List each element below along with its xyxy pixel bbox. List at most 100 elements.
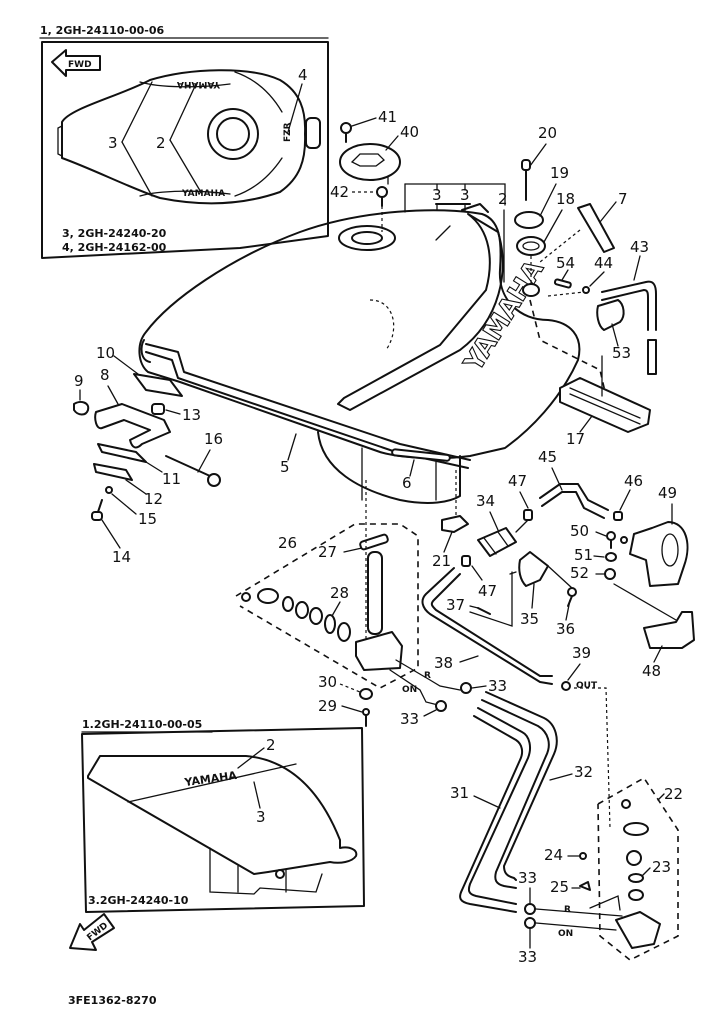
callout-19: 19 — [550, 164, 569, 182]
callout-31: 31 — [450, 784, 469, 802]
inset-bottom-tank-belly — [209, 847, 323, 895]
callout-26: 26 — [278, 534, 297, 552]
inset-bottom-tank-outline — [87, 755, 358, 875]
callout-28: 28 — [330, 584, 349, 602]
callout-47-lower: 47 — [478, 582, 497, 600]
bolt-41 — [340, 122, 352, 134]
bracket-8 — [94, 403, 171, 449]
clip-39 — [561, 681, 571, 691]
clip-33-b — [435, 700, 447, 712]
callout-33-b: 33 — [400, 710, 419, 728]
callout-25: 25 — [550, 878, 569, 896]
callout-group-1: 1 3 3 2 — [382, 156, 508, 283]
strainer-27 — [359, 533, 389, 551]
callout-21: 21 — [432, 552, 451, 570]
callout-39: 39 — [572, 644, 591, 662]
nut-9 — [73, 401, 90, 416]
mark-r-top: R — [424, 671, 431, 681]
washer-19 — [514, 211, 544, 229]
gasket-30 — [359, 688, 373, 700]
plate-10 — [133, 373, 183, 397]
bolt-36 — [567, 587, 577, 597]
callout-40: 40 — [400, 123, 419, 141]
plate-12 — [93, 463, 133, 481]
clip-33-d — [524, 917, 536, 929]
fuel-hose-31 — [459, 715, 524, 913]
mark-on-bottom: ON — [558, 929, 573, 939]
inset-bottom-decal: YAMAHA — [183, 769, 238, 789]
inset-bottom-header: 1.2GH-24110-00-05 — [82, 718, 202, 731]
callout-29: 29 — [318, 697, 337, 715]
callout-24: 24 — [544, 846, 563, 864]
clip-54 — [553, 278, 572, 289]
collar-13 — [151, 403, 165, 415]
callout-50: 50 — [570, 522, 589, 540]
inset-top-header: 1, 2GH-24110-00-06 — [40, 24, 164, 37]
callout-11: 11 — [162, 470, 181, 488]
callout-44: 44 — [594, 254, 613, 272]
callout-4: 4 — [298, 66, 308, 84]
callout-33-d: 33 — [518, 948, 537, 966]
callout-12: 12 — [144, 490, 163, 508]
callout-48: 48 — [642, 662, 661, 680]
inset-top-footer-line1: 3, 2GH-24240-20 — [62, 227, 167, 240]
o-ring-23 — [628, 873, 644, 883]
mark-on-top: ON — [402, 685, 417, 695]
callout-16: 16 — [204, 430, 223, 448]
callout-27: 27 — [318, 543, 337, 561]
clip-44 — [582, 286, 590, 294]
mark-out: OUT — [576, 681, 598, 691]
clip-47-lower — [461, 555, 471, 567]
callout-51: 51 — [574, 546, 593, 564]
fuel-pump-49 — [629, 521, 689, 587]
pad-7 — [577, 203, 615, 253]
callout-3: 3 — [108, 134, 118, 152]
callout-14: 14 — [112, 548, 131, 566]
callout-17: 17 — [566, 430, 585, 448]
inset-top-filler-cap — [216, 117, 250, 151]
inset-top-filler-ring — [207, 108, 259, 160]
callout-7: 7 — [618, 190, 628, 208]
tank-belly — [317, 431, 461, 504]
inset-top-view: 1, 2GH-24110-00-06 FWD YAMAHA YAMAHA FZR… — [39, 24, 329, 259]
callout-8: 8 — [100, 366, 110, 384]
callout-36: 36 — [556, 620, 575, 638]
callout-38: 38 — [434, 654, 453, 672]
filler-cap-assembly: 40 41 42 — [330, 108, 419, 232]
inset-side-view: 1.2GH-24110-00-05 YAMAHA 2 3 3.2GH-24240… — [81, 718, 365, 913]
svg-text:FWD: FWD — [68, 60, 92, 70]
inset-bottom-frame — [81, 727, 365, 913]
fuel-hose-38 — [421, 567, 553, 685]
fuel-filter-34 — [477, 527, 517, 557]
callout-32: 32 — [574, 763, 593, 781]
callout-52: 52 — [570, 564, 589, 582]
bolt-42 — [376, 186, 388, 198]
front-bracket-parts: 10 9 8 13 11 12 15 14 16 5 6 — [73, 344, 415, 566]
fuel-cock-body — [355, 631, 403, 671]
lower-cock-body — [615, 911, 661, 949]
inset-top-footer-line2: 4, 2GH-24162-00 — [62, 241, 167, 254]
pump-bracket-48 — [643, 611, 695, 649]
washer-15 — [105, 486, 113, 494]
fuel-hoses: 31 32 33 33 33 33 R ON — [400, 677, 623, 966]
tank-badge-6 — [391, 448, 451, 462]
washer-51 — [605, 552, 617, 562]
bolt-37 — [477, 607, 491, 615]
callout-54: 54 — [556, 254, 575, 272]
collar-52 — [604, 568, 616, 580]
fuel-hose-45 — [539, 483, 609, 511]
inset-top-decal-upper: YAMAHA — [177, 79, 221, 89]
tank-trim-upper — [145, 343, 471, 461]
fuel-filter-pump-parts: 21 34 47 47 45 46 35 37 36 — [421, 448, 695, 829]
bolt-14 — [91, 511, 103, 521]
inset-top-bracket — [305, 117, 321, 149]
callout-20: 20 — [538, 124, 557, 142]
callout-13: 13 — [182, 406, 201, 424]
lower-fuel-cock-assembly: 22 23 24 25 — [544, 776, 683, 961]
fuel-cock-pipe — [367, 551, 383, 635]
bolt-16 — [165, 455, 211, 477]
callout-34: 34 — [476, 492, 495, 510]
callout-49: 49 — [658, 484, 677, 502]
fuel-cock-assembly: 26 27 28 30 29 R ON — [235, 480, 461, 727]
